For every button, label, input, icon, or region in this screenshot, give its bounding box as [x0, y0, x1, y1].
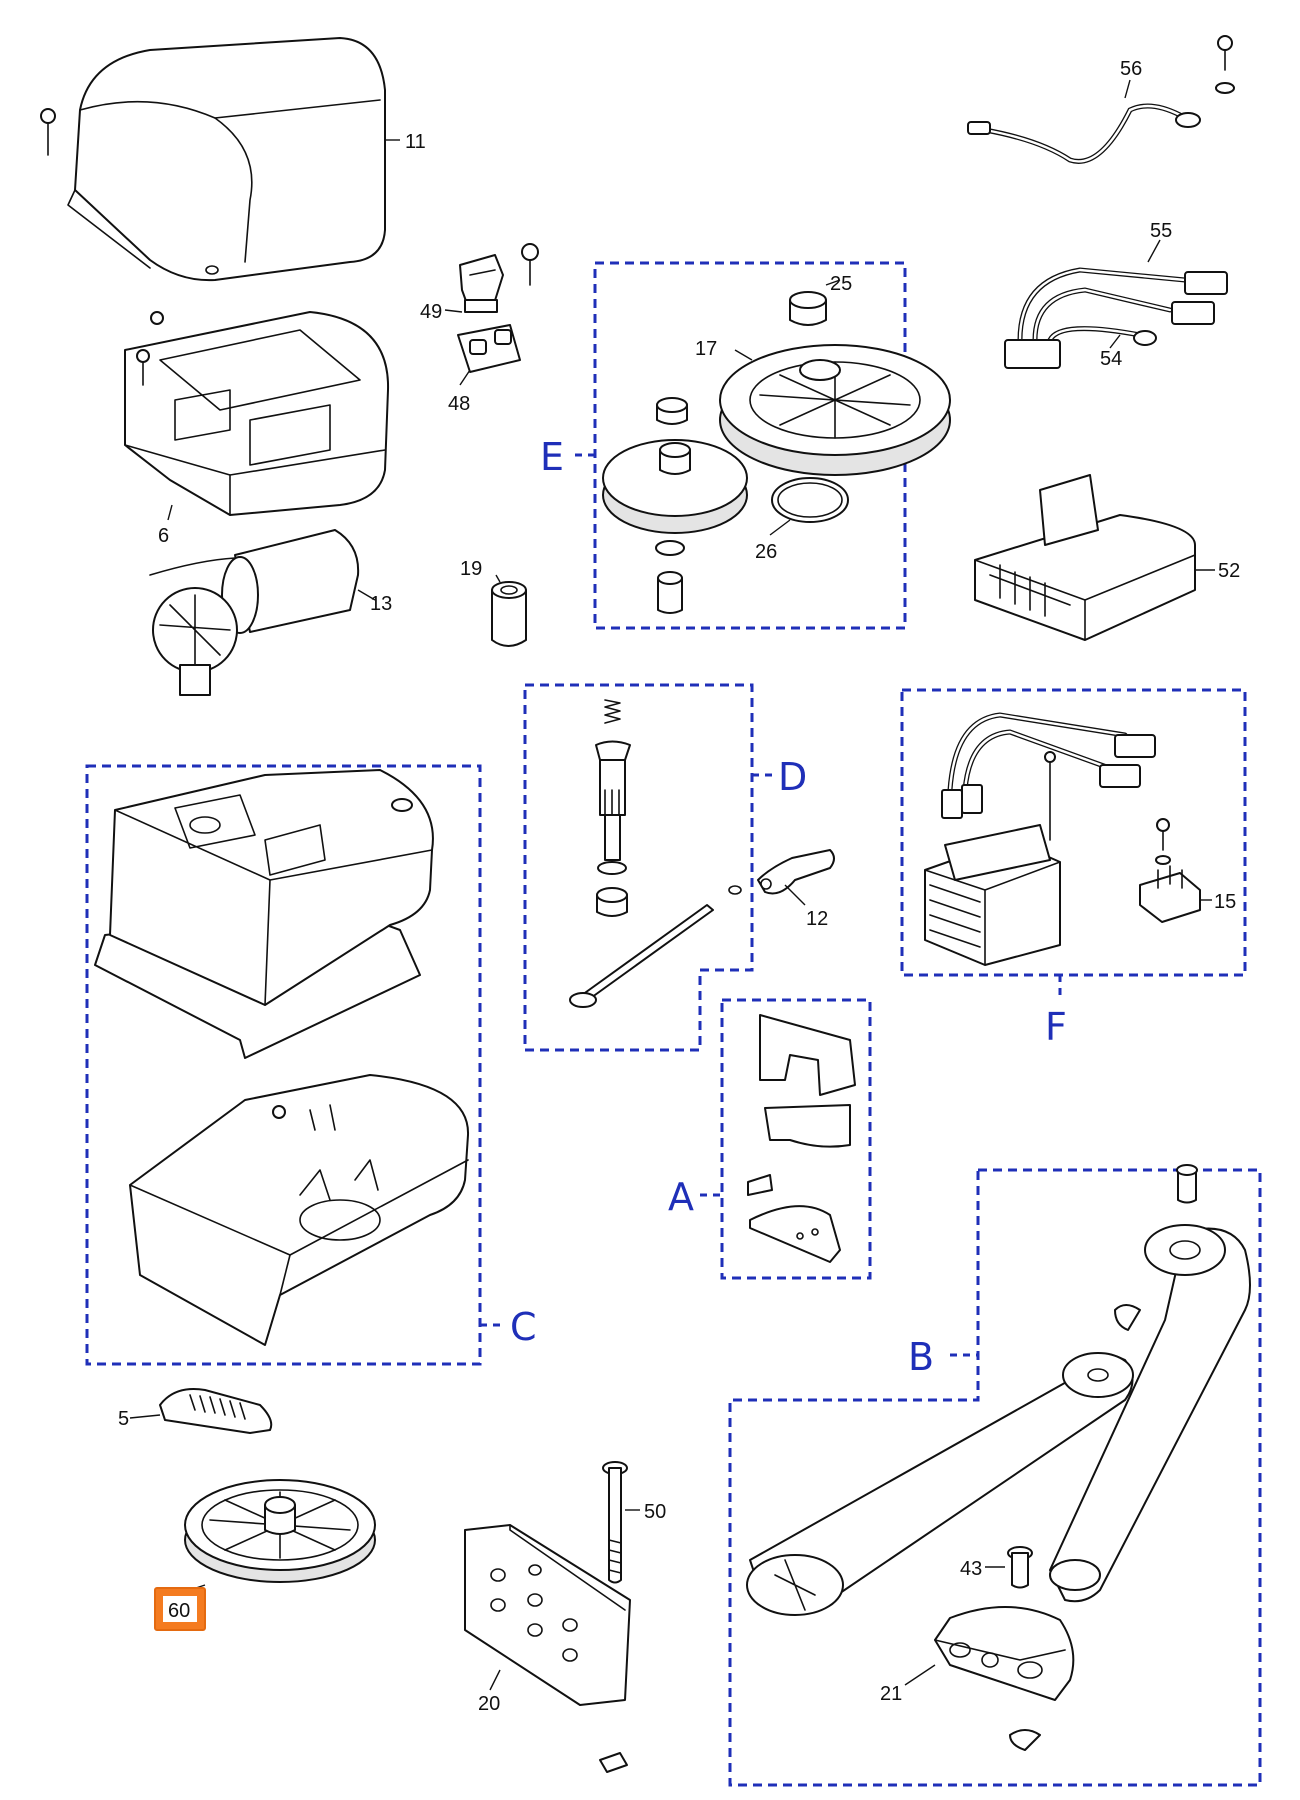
part-c-upper-housing[interactable]: [94, 769, 434, 1059]
group-e-box: [575, 261, 907, 630]
group-b-box: [728, 1168, 1262, 1787]
label-26: 26: [755, 541, 777, 563]
label-12: 12: [806, 908, 828, 930]
label-52: 52: [1218, 560, 1240, 582]
label-13: 13: [370, 593, 392, 615]
part-d-shaft-stack[interactable]: [595, 699, 631, 917]
part-55-harness[interactable]: [1017, 239, 1228, 343]
part-50-bolt[interactable]: [602, 1461, 640, 1584]
label-17: 17: [695, 338, 717, 360]
label-54: 54: [1100, 348, 1122, 370]
part-56-ground-wire[interactable]: [967, 35, 1235, 164]
label-56: 56: [1120, 58, 1142, 80]
part-f-transformer[interactable]: [924, 712, 1156, 966]
part-54-ring-lead[interactable]: [1004, 326, 1157, 369]
group-label-f: F: [1045, 1005, 1067, 1049]
label-15: 15: [1214, 891, 1236, 913]
part-d-long-rod[interactable]: [569, 885, 742, 1008]
part-e-pinion-gear[interactable]: [602, 439, 748, 534]
group-label-a: A: [668, 1175, 694, 1219]
part-12-release-key[interactable]: [757, 849, 835, 906]
part-e-small-bushing[interactable]: [656, 397, 688, 425]
part-13-motor[interactable]: [149, 529, 376, 696]
highlight-60-badge[interactable]: 60: [154, 1587, 206, 1631]
part-a-brackets[interactable]: [747, 1014, 856, 1263]
group-label-c: C: [510, 1305, 537, 1349]
label-50: 50: [644, 1501, 666, 1523]
part-5-trim[interactable]: [129, 1388, 273, 1434]
part-21-bracket[interactable]: [904, 1606, 1075, 1751]
label-49: 49: [420, 301, 442, 323]
label-55: 55: [1150, 220, 1172, 242]
group-c-box: [85, 764, 505, 1366]
group-label-b: B: [908, 1335, 934, 1379]
part-43-pin[interactable]: [985, 1546, 1033, 1589]
part-49-fuse-holder[interactable]: [444, 243, 539, 313]
part-17-large-gear[interactable]: [719, 344, 951, 476]
label-20: 20: [478, 1693, 500, 1715]
part-11-cover[interactable]: [40, 37, 400, 282]
label-6: 6: [158, 525, 169, 547]
part-48-terminal-block[interactable]: [457, 324, 521, 386]
part-60-pulley[interactable]: [184, 1479, 376, 1591]
label-25: 25: [830, 273, 852, 295]
label-48: 48: [448, 393, 470, 415]
part-b-arm-curved[interactable]: [1049, 1164, 1251, 1603]
label-60: 60: [168, 1600, 190, 1622]
label-21: 21: [880, 1683, 902, 1705]
part-26-ring[interactable]: [769, 477, 849, 536]
part-15-diode-bridge[interactable]: [1139, 818, 1212, 923]
part-6-chassis[interactable]: [124, 311, 390, 521]
label-19: 19: [460, 558, 482, 580]
label-5: 5: [118, 1408, 129, 1430]
part-52-control-board[interactable]: [974, 474, 1215, 641]
part-e-washer-bolt[interactable]: [655, 540, 685, 614]
part-c-lower-housing[interactable]: [129, 1074, 470, 1346]
group-label-e: E: [540, 435, 564, 479]
group-d-box: [523, 683, 775, 1052]
label-43: 43: [960, 1558, 982, 1580]
part-25-bushing[interactable]: [789, 279, 841, 326]
group-f-box: [900, 688, 1247, 1000]
group-a-box: [700, 998, 872, 1280]
group-label-d: D: [778, 755, 807, 799]
part-b-arm-straight[interactable]: [746, 1352, 1134, 1616]
part-20-mount-plate[interactable]: [464, 1524, 631, 1773]
label-11: 11: [405, 131, 426, 153]
part-19-spacer[interactable]: [491, 574, 527, 647]
